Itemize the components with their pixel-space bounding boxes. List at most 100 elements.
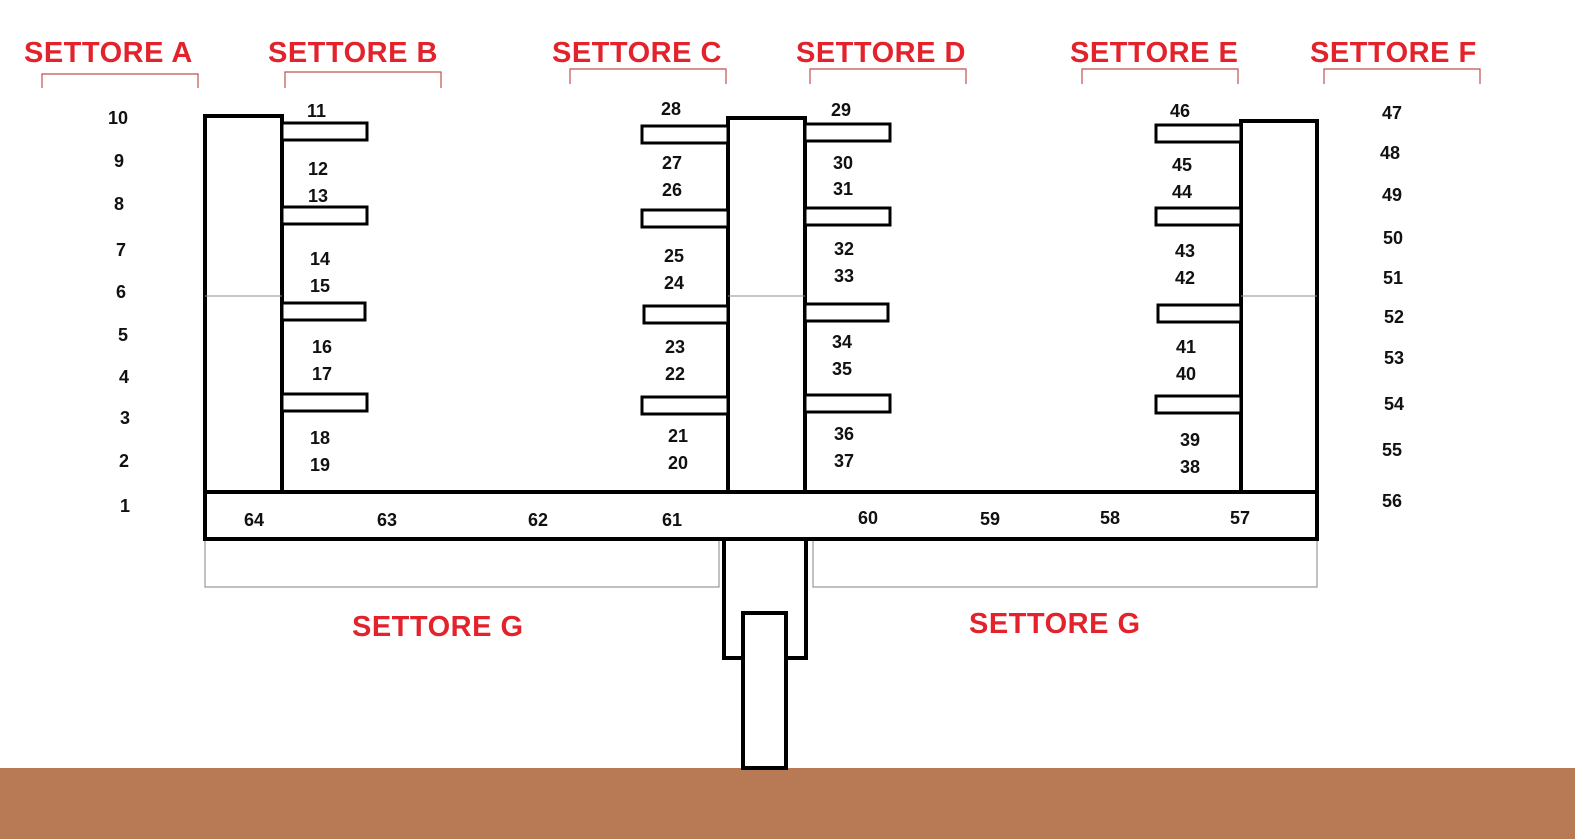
- slot-number: 64: [244, 510, 264, 530]
- slot-number: 47: [1382, 103, 1402, 123]
- slot-number: 40: [1176, 364, 1196, 384]
- sector-c-bracket: [569, 68, 727, 84]
- slot-number: 58: [1100, 508, 1120, 528]
- sector-a-slots: 10 9 8 7 6 5 4 3 2 1: [108, 108, 130, 516]
- slot-number: 14: [310, 249, 330, 269]
- shelf-d-2: [803, 206, 892, 227]
- shelf-c-2: [640, 208, 730, 229]
- slot-number: 12: [308, 159, 328, 179]
- slot-number: 55: [1382, 440, 1402, 460]
- sector-c-label: SETTORE C: [552, 37, 722, 69]
- sector-b-bracket: [284, 71, 442, 88]
- slot-number: 26: [662, 180, 682, 200]
- slot-number: 22: [665, 364, 685, 384]
- slot-number: 38: [1180, 457, 1200, 477]
- slot-number: 39: [1180, 430, 1200, 450]
- slot-number: 35: [832, 359, 852, 379]
- slot-number: 11: [307, 101, 326, 121]
- shelf-b-1: [280, 121, 369, 142]
- slot-number: 23: [665, 337, 685, 357]
- sector-g-right-bracket: [812, 540, 1318, 588]
- slot-number: 44: [1172, 182, 1192, 202]
- slot-number: 16: [312, 337, 332, 357]
- shelf-c-1: [640, 124, 730, 145]
- slot-number: 62: [528, 510, 548, 530]
- sector-e-bracket: [1081, 68, 1239, 84]
- slot-number: 51: [1383, 268, 1403, 288]
- slot-number: 49: [1382, 185, 1402, 205]
- slot-number: 32: [834, 239, 854, 259]
- slot-number: 15: [310, 276, 330, 296]
- slot-number: 30: [833, 153, 853, 173]
- sector-b-label: SETTORE B: [268, 37, 438, 69]
- sector-g-right-label: SETTORE G: [969, 608, 1141, 640]
- slot-number: 53: [1384, 348, 1404, 368]
- central-column-trunk: [741, 611, 788, 770]
- sector-e-slots: 46 45 44 43 42 41 40 39 38: [1170, 101, 1200, 477]
- shelf-b-3: [280, 301, 367, 322]
- sector-f-slots: 47 48 49 50 51 52 53 54 55 56: [1380, 103, 1404, 511]
- slot-number: 52: [1384, 307, 1404, 327]
- slot-number: 59: [980, 509, 1000, 529]
- central-column-trunk-mask: [746, 656, 783, 660]
- right-upright: [1239, 119, 1319, 494]
- slot-number: 6: [116, 282, 126, 302]
- sector-a-bracket: [41, 73, 199, 88]
- slot-number: 1: [120, 496, 130, 516]
- slot-number: 28: [661, 99, 681, 119]
- slot-number: 41: [1176, 337, 1196, 357]
- sector-f-bracket: [1323, 68, 1481, 84]
- slot-number: 54: [1384, 394, 1404, 414]
- shelf-e-1: [1154, 123, 1243, 144]
- slot-number: 37: [834, 451, 854, 471]
- sector-c-slots: 28 27 26 25 24 23 22 21 20: [661, 99, 688, 473]
- sector-b-slots: 11 12 13 14 15 16 17 18 19: [307, 101, 332, 475]
- shelf-e-3: [1156, 303, 1243, 324]
- slot-number: 63: [377, 510, 397, 530]
- base-rack-bar: [203, 490, 1319, 541]
- sector-e-label: SETTORE E: [1070, 37, 1238, 69]
- shelf-d-3: [803, 302, 890, 323]
- shelf-c-4: [640, 395, 730, 416]
- slot-number: 2: [119, 451, 129, 471]
- slot-number: 31: [833, 179, 853, 199]
- sector-d-label: SETTORE D: [796, 37, 966, 69]
- slot-number: 45: [1172, 155, 1192, 175]
- shelf-b-4: [280, 392, 369, 413]
- slot-number: 21: [668, 426, 688, 446]
- ground-strip: [0, 768, 1575, 839]
- slot-number: 20: [668, 453, 688, 473]
- slot-number: 48: [1380, 143, 1400, 163]
- slot-number: 56: [1382, 491, 1402, 511]
- slot-number: 50: [1383, 228, 1403, 248]
- slot-number: 61: [662, 510, 682, 530]
- sector-g-left-bracket: [204, 540, 720, 588]
- slot-number: 3: [120, 408, 130, 428]
- slot-number: 4: [119, 367, 129, 387]
- slot-number: 46: [1170, 101, 1190, 121]
- sector-g-left-label: SETTORE G: [352, 611, 524, 643]
- slot-number: 7: [116, 240, 126, 260]
- slot-number: 17: [312, 364, 332, 384]
- sector-d-bracket: [809, 68, 967, 84]
- slot-number: 8: [114, 194, 124, 214]
- slot-number: 57: [1230, 508, 1250, 528]
- sector-a-label: SETTORE A: [24, 37, 193, 69]
- shelf-e-2: [1154, 206, 1243, 227]
- sector-d-slots: 29 30 31 32 33 34 35 36 37: [831, 100, 854, 471]
- left-upright: [203, 114, 284, 494]
- slot-number: 5: [118, 325, 128, 345]
- slot-number: 60: [858, 508, 878, 528]
- slot-number: 10: [108, 108, 128, 128]
- slot-number: 29: [831, 100, 851, 120]
- slot-number: 9: [114, 151, 124, 171]
- slot-number: 13: [308, 186, 328, 206]
- slot-number: 18: [310, 428, 330, 448]
- slot-number: 36: [834, 424, 854, 444]
- slot-number: 24: [664, 273, 684, 293]
- slot-number: 19: [310, 455, 330, 475]
- sector-g-slots: 64 63 62 61 60 59 58 57: [244, 508, 1250, 530]
- slot-number: 43: [1175, 241, 1195, 261]
- shelf-c-3: [642, 304, 730, 325]
